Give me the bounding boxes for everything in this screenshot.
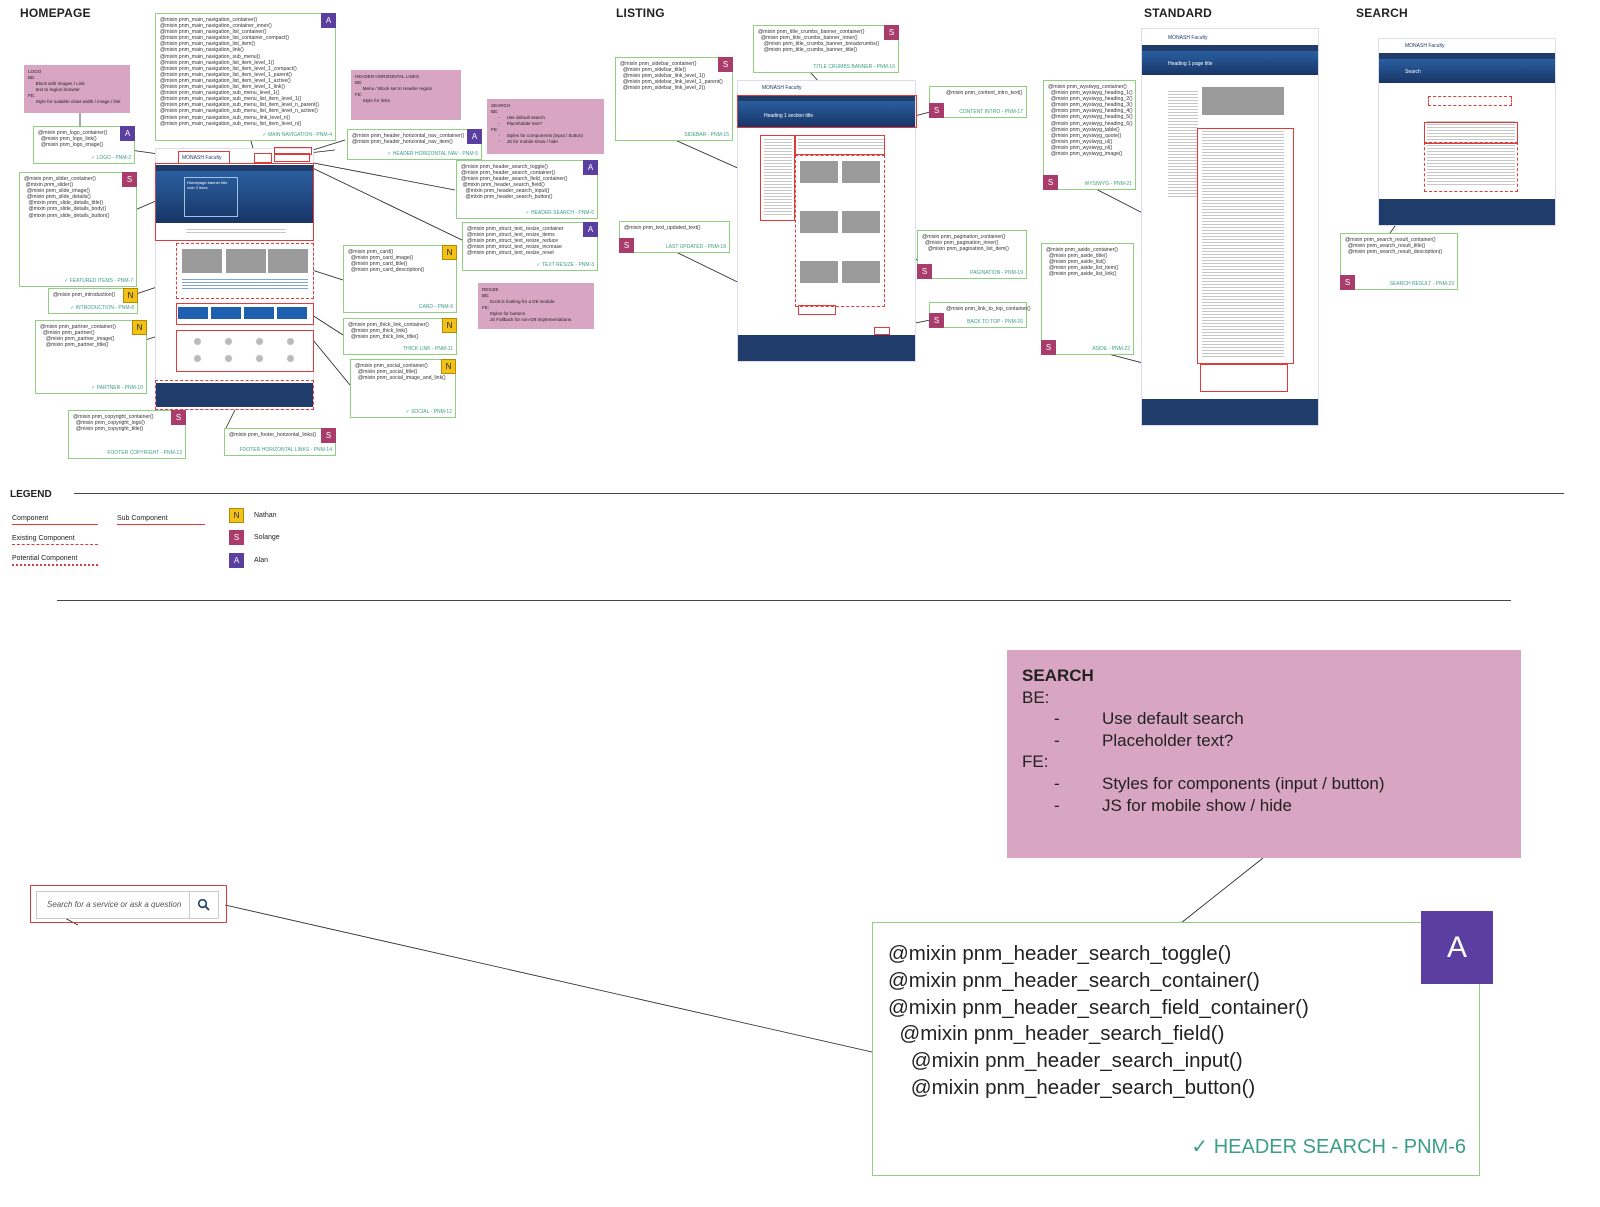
- legend-badge-solange: S: [229, 530, 244, 545]
- sidebar-annotation: @mixin pnm_sidebar_container() @mixin pn…: [615, 57, 733, 141]
- badge-alan: A: [583, 222, 598, 237]
- badge-solange: S: [718, 57, 733, 72]
- wysiwyg-annotation: @mixin pnm_wysiwyg_container() @mixin pn…: [1043, 80, 1136, 190]
- main-nav-bar: [156, 165, 313, 171]
- homepage-screenshot: MONASH Faculty Homepage banner title ove…: [155, 148, 314, 410]
- search-icon[interactable]: [197, 898, 211, 912]
- legend-name-alan: Alan: [254, 557, 269, 564]
- introduction-annotation: @mixin pnm_introduction() ✓ INTRODUCTION…: [48, 288, 138, 314]
- search-input-placeholder[interactable]: Search for a service or ask a question: [47, 900, 182, 909]
- pagination-annotation: @mixin pnm_pagination_container() @mixin…: [917, 230, 1027, 279]
- back-to-top-annotation: @mixin pnm_link_to_top_container() BACK …: [929, 302, 1031, 328]
- badge-alan-large: A: [1421, 911, 1493, 984]
- aside-annotation: @mixin pnm_aside_container() @mixin pnm_…: [1041, 243, 1134, 355]
- legend-title: LEGEND: [10, 489, 52, 500]
- badge-nathan: N: [441, 359, 456, 374]
- legend-name-nathan: Nathan: [254, 512, 277, 519]
- footer-copyright-annotation: @mixin pnm_copyright_container() @mixin …: [68, 410, 186, 459]
- section-title-listing: LISTING: [616, 6, 665, 20]
- badge-solange: S: [917, 264, 932, 279]
- badge-alan: A: [583, 160, 598, 175]
- badge-nathan: N: [123, 288, 138, 303]
- badge-solange: S: [321, 428, 336, 443]
- badge-solange: S: [884, 25, 899, 40]
- annotation-ticket: ✓ MAIN NAVIGATION - PNM-4: [262, 132, 332, 138]
- search-field[interactable]: Search for a service or ask a question: [36, 891, 219, 919]
- badge-alan: A: [467, 129, 482, 144]
- search-note-be-item: Placeholder text?: [1102, 731, 1234, 750]
- annotation-code: @mixin pnm_main_navigation_container() @…: [160, 17, 319, 127]
- badge-solange: S: [122, 172, 137, 187]
- footer: [156, 383, 313, 407]
- title-banner: Heading 1 section title: [738, 101, 915, 127]
- search-note-fe-item: JS for mobile show / hide: [1102, 796, 1292, 815]
- legend-name-solange: Solange: [254, 534, 280, 541]
- last-updated-annotation: @mixin pnm_text_updated_text() LAST UPDA…: [619, 221, 730, 253]
- badge-nathan: N: [442, 245, 457, 260]
- logo-annotation: @mixin pnm_logo_container() @mixin pnm_l…: [33, 126, 135, 164]
- legend-existing-component: Existing Component: [12, 535, 98, 545]
- badge-solange: S: [1340, 275, 1355, 290]
- badge-solange: S: [929, 103, 944, 118]
- legend-badge-nathan: N: [229, 508, 244, 523]
- badge-nathan: N: [442, 318, 457, 333]
- header-search-detail-annotation: @mixin pnm_header_search_toggle() @mixin…: [872, 922, 1480, 1176]
- card-annotation: @mixin pnm_card() @mixin pnm_card_image(…: [343, 245, 457, 313]
- search-note: SEARCH BE: - Use default search - Placeh…: [1007, 650, 1521, 858]
- badge-alan: A: [321, 13, 336, 28]
- social-annotation: @mixin pnm_social_container() @mixin pnm…: [350, 359, 456, 418]
- badge-solange: S: [171, 410, 186, 425]
- section-title-search: SEARCH: [1356, 6, 1408, 20]
- search-note-fe-item: Styles for components (input / button): [1102, 774, 1385, 793]
- partner-logos: [182, 333, 308, 367]
- search-note-be: BE:: [1022, 688, 1050, 707]
- legend-component: Component: [12, 515, 98, 525]
- badge-solange: S: [619, 238, 634, 253]
- badge-solange: S: [1041, 340, 1056, 355]
- section-title-standard: STANDARD: [1144, 6, 1213, 20]
- resize-note: RESIZE BE: Scott is looking for a D8 mod…: [478, 283, 594, 329]
- main-navigation-annotation: @mixin pnm_main_navigation_container() @…: [155, 13, 336, 141]
- header-search-annotation: @mixin pnm_header_search_toggle() @mixin…: [456, 160, 598, 219]
- header-links-note: HEADER HORIZONTAL LINKS BE: Menu / Block…: [351, 70, 461, 120]
- partner-annotation: @mixin pnm_partner_container() @mixin pn…: [35, 320, 147, 394]
- legend-sub-component: Sub Component: [117, 515, 205, 525]
- section-title-homepage: HOMEPAGE: [20, 6, 91, 20]
- search-note-be-item: Use default search: [1102, 709, 1244, 728]
- thick-link-annotation: @mixin pnm_thick_link_container() @mixin…: [343, 318, 457, 355]
- section-divider: [57, 600, 1511, 601]
- search-note-small: SEARCH BE: - Use default search - Placeh…: [487, 99, 604, 154]
- badge-nathan: N: [132, 320, 147, 335]
- standard-screenshot: MONASH Faculty Heading 1 page title: [1141, 28, 1319, 426]
- search-component-highlight: Search for a service or ask a question: [30, 885, 227, 923]
- title-crumbs-annotation: @mixin pnm_title_crumbs_banner_container…: [753, 25, 899, 73]
- header-links-annotation: @mixin pnm_header_horizontal_nav_contain…: [347, 129, 482, 160]
- sidebar: [764, 137, 792, 217]
- annotation-code: @mixin pnm_header_search_toggle() @mixin…: [888, 942, 1309, 1099]
- legend-potential-component: Potential Component: [12, 555, 98, 566]
- text-resize-annotation: @mixin pnm_struct_text_resize_container …: [462, 222, 598, 271]
- hero-banner: Homepage banner title over 2 lines: [156, 171, 313, 223]
- badge-solange: S: [929, 313, 944, 328]
- badge-solange: S: [1043, 175, 1058, 190]
- content-intro-annotation: @mixin pnm_content_intro_text() CONTENT …: [929, 86, 1027, 118]
- legend-rule: [74, 493, 1564, 494]
- search-note-title: SEARCH: [1022, 666, 1094, 685]
- thick-links: [178, 307, 310, 319]
- brand-logo: MONASH Faculty: [182, 155, 222, 161]
- search-result-annotation: @mixin pnm_search_result_container() @mi…: [1340, 233, 1458, 290]
- search-note-fe: FE:: [1022, 752, 1049, 771]
- badge-alan: A: [120, 126, 135, 141]
- search-screenshot: MONASH Faculty Search: [1378, 38, 1556, 226]
- annotation-ticket: ✓ HEADER SEARCH - PNM-6: [1191, 1136, 1466, 1158]
- footer-links-annotation: @mixin pnm_footer_horizontal_links() FOO…: [224, 428, 336, 456]
- slider-annotation: @mixin pnm_slider_container() @mixin pnm…: [19, 172, 137, 287]
- legend-badge-alan: A: [229, 553, 244, 568]
- logo-note: LOGO BE: Block with images / Link text t…: [24, 65, 130, 113]
